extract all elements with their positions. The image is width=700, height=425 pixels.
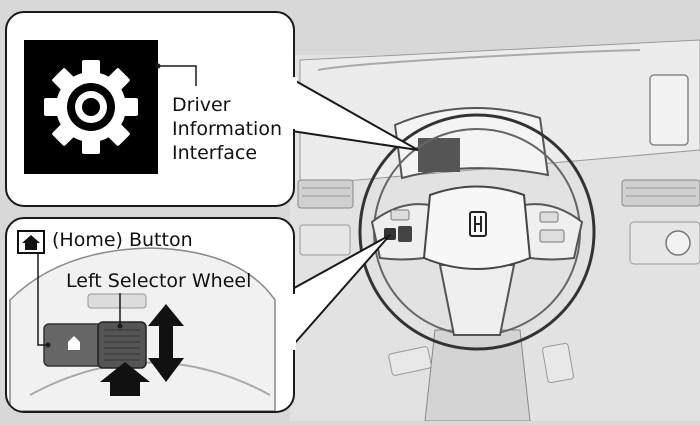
accelerator-pedal [542, 342, 574, 384]
left-selector-wheel-closeup[interactable] [97, 321, 147, 369]
leader-dot-dii [155, 63, 161, 69]
dash-contour [317, 49, 641, 71]
steering-control-callout [5, 217, 391, 413]
callout-seam-lower [282, 294, 296, 350]
right-spoke-bottom-button [539, 229, 565, 243]
label-line-3: Interface [172, 142, 258, 164]
brake-pedal [388, 346, 432, 376]
left-vent [297, 179, 354, 209]
spoke-contour [29, 361, 271, 396]
gear-icon [44, 60, 138, 154]
driver-information-interface-label: Driver Information Interface [172, 94, 282, 166]
right-vent [621, 179, 700, 207]
honda-emblem [469, 211, 487, 237]
left-switch-panel [299, 224, 351, 256]
home-icon-closeup [68, 336, 80, 350]
right-spoke-top-button [539, 211, 559, 223]
steering-wheel-outer [358, 113, 596, 351]
left-selector-wheel-small [398, 226, 412, 242]
dashboard-illustration [290, 39, 700, 422]
vent-slats [302, 187, 696, 197]
left-spoke-top-button [390, 209, 410, 221]
driver-information-callout [5, 11, 419, 207]
instrument-cluster [393, 107, 550, 180]
upper-button-row [87, 293, 147, 309]
wheel-ridges [104, 329, 140, 361]
center-display [649, 74, 689, 146]
leader-line-dii [158, 65, 197, 86]
callout-seam [283, 77, 297, 129]
leader-line-home [37, 253, 48, 346]
up-arrow-icon [100, 362, 150, 396]
climate-knob [665, 230, 691, 256]
label-line-2: Information [172, 118, 282, 140]
leader-dot-lsw [117, 323, 123, 329]
double-arrow-icon [148, 304, 184, 382]
left-selector-wheel-label: Left Selector Wheel [66, 270, 252, 292]
emblem-letter [474, 216, 482, 232]
lower-spoke [438, 264, 516, 336]
steering-hub [422, 185, 532, 270]
leader-dot-home [45, 342, 51, 348]
home-button-label: (Home) Button [52, 229, 193, 251]
label-line-1: Driver [172, 94, 231, 116]
home-icon [17, 230, 45, 254]
